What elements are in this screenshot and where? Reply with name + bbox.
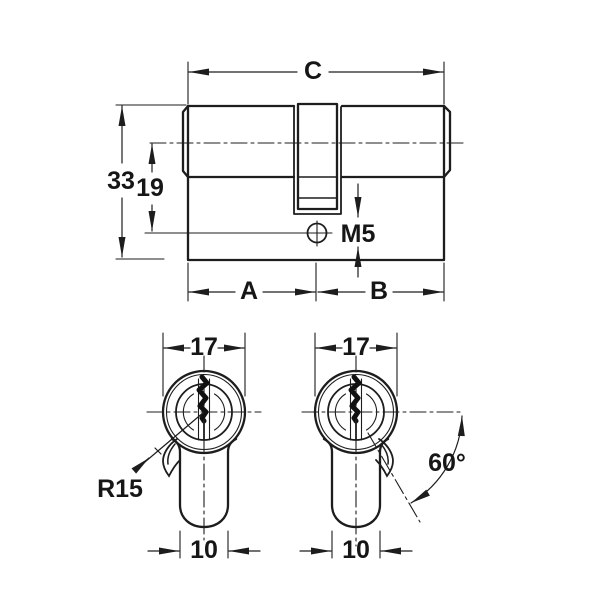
- right-face-neck-outline: [322, 437, 390, 529]
- cam-inner-lines: [297, 176, 338, 199]
- r15-leader-arrow: [131, 457, 150, 474]
- barrel-right-cap: [442, 104, 452, 179]
- cam-slot-outline: [293, 106, 342, 215]
- rotation-60deg-centerline: [367, 432, 421, 523]
- right-face-rim-circle: [317, 373, 395, 451]
- r15-leader-line: [138, 411, 205, 468]
- dim-axis-height-label: 19: [136, 174, 164, 202]
- dim-body-height-label: 33: [107, 167, 135, 195]
- right-face-outer-circle: [313, 369, 399, 455]
- radius-callout-label: R15: [97, 475, 143, 503]
- left-face-inner-arcs: [182, 393, 226, 431]
- rotation-angle-arc: [410, 415, 465, 504]
- dimension-labels: C 33 19 M5 A B 17 17 R15 60° 10 10: [97, 57, 466, 564]
- dim-left-neck-width-label: 10: [190, 536, 218, 564]
- m5-hole-center-cross: [144, 220, 333, 247]
- left-face-rim-circle: [165, 373, 243, 451]
- r15-leader-tick: [154, 447, 162, 455]
- cylinder-body-outline: [186, 175, 446, 262]
- right-10-extension-lines: [331, 530, 381, 559]
- right-face-inner-arcs: [334, 393, 378, 431]
- left-cylinder-face: [131, 332, 261, 559]
- barrel-left-cap: [181, 104, 190, 179]
- left-cam-fin-inner-line: [167, 443, 176, 465]
- right-17-extension-lines: [314, 332, 398, 397]
- right-keyway-profile: [348, 374, 362, 424]
- cylinder-side-view: [144, 102, 452, 262]
- left-cam-fin: [162, 438, 181, 478]
- dim-ab-extension-lines: [187, 262, 445, 302]
- dim-33-extension-lines: [115, 104, 187, 260]
- dim-right-neck-width-label: 10: [342, 536, 370, 564]
- right-cylinder-face: [299, 332, 465, 559]
- right-cam-fin: [375, 438, 394, 478]
- thread-callout-label: M5: [341, 220, 376, 248]
- side-view-dimensions: [115, 61, 445, 302]
- left-face-outer-circle: [161, 369, 247, 455]
- dim-half-a-label: A: [240, 277, 258, 305]
- dim-half-b-label: B: [370, 277, 388, 305]
- dim-rotation-angle-label: 60°: [428, 449, 466, 477]
- left-17-extension-lines: [162, 332, 246, 397]
- dim-right-face-width-label: 17: [342, 333, 370, 361]
- left-10-extension-lines: [179, 530, 229, 559]
- left-face-neck-outline: [170, 437, 238, 529]
- dim-total-length-label: C: [304, 57, 322, 85]
- dim-c-extension-lines: [187, 61, 445, 105]
- cam-outline: [296, 102, 339, 211]
- dim-left-face-width-label: 17: [190, 333, 218, 361]
- right-cam-fin-inner-line: [380, 443, 389, 465]
- left-keyway-profile: [196, 374, 210, 424]
